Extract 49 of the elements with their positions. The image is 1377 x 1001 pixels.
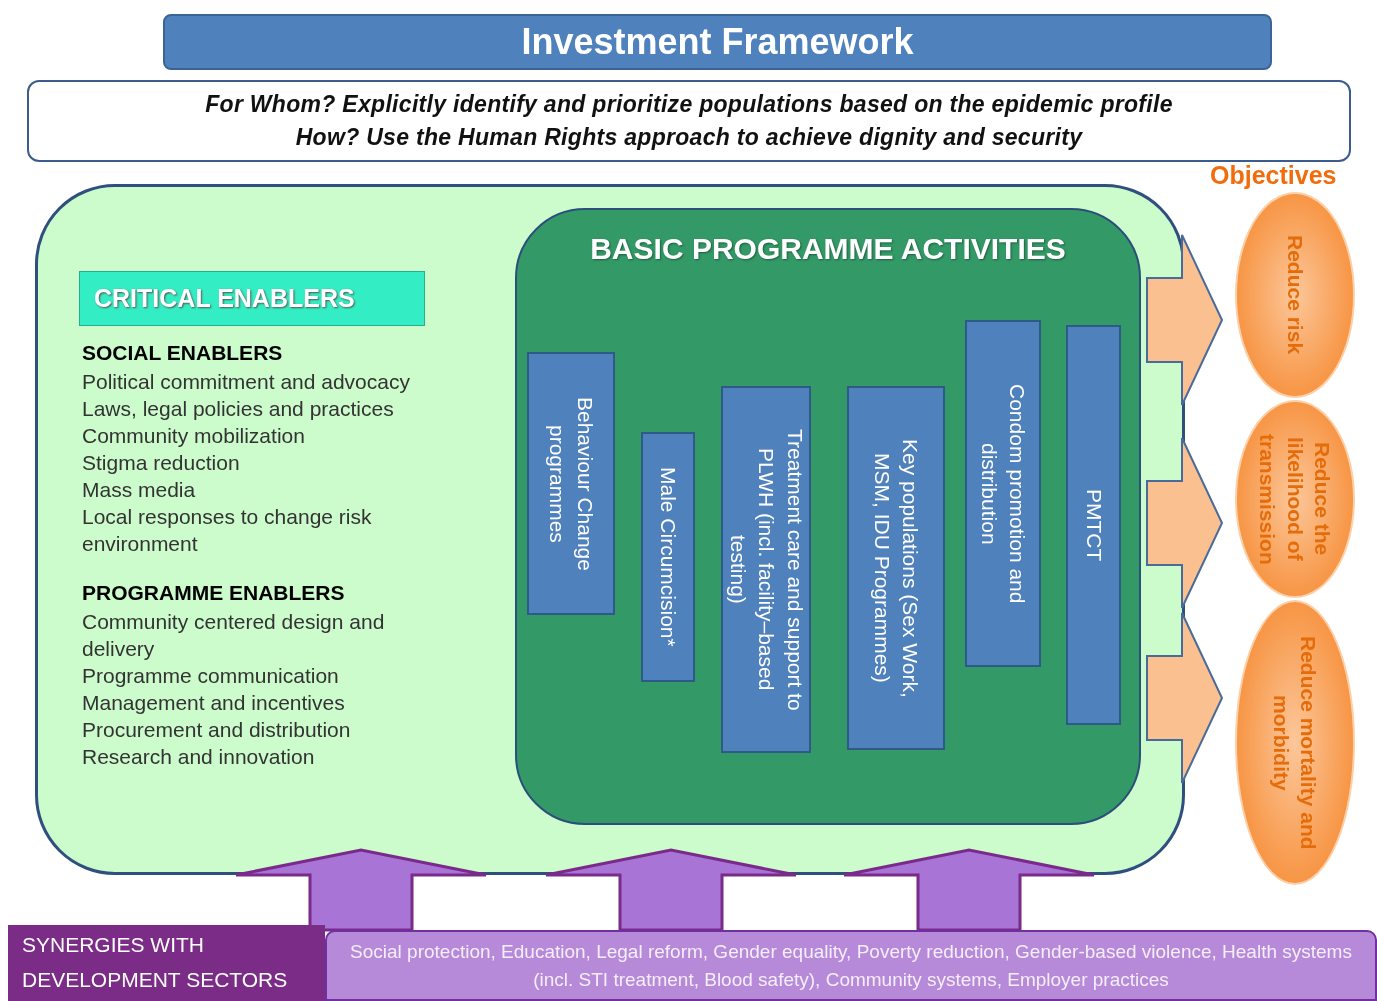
list-item: Community mobilization xyxy=(82,423,306,449)
list-heading: SOCIAL ENABLERS xyxy=(82,340,284,366)
activity-text: Male Circumcision* xyxy=(656,467,682,647)
enablers-panel xyxy=(35,184,1185,875)
block-arrow xyxy=(1146,612,1224,784)
activity-text: Behaviour Change programmes xyxy=(545,395,599,573)
objective-text: Reduce risk xyxy=(1282,235,1308,355)
block-arrow xyxy=(1146,437,1224,609)
activity-box xyxy=(847,386,945,750)
sectors-box xyxy=(325,930,1377,1001)
activity-box xyxy=(965,320,1041,667)
question-box xyxy=(27,80,1351,162)
list-item: Management and incentives xyxy=(82,690,346,716)
activity-box xyxy=(641,432,695,682)
list-item: Procurement and distribution xyxy=(82,717,352,743)
activity-text: PMTCT xyxy=(1081,488,1107,562)
block-arrow xyxy=(842,848,1096,932)
block-arrow xyxy=(1146,234,1224,406)
title-banner xyxy=(163,14,1272,70)
panel-heading: BASIC PROGRAMME ACTIVITIES xyxy=(589,232,1067,266)
objective-text: Reduce mortality and morbidity xyxy=(1269,634,1322,852)
list-heading: PROGRAMME ENABLERS xyxy=(82,580,346,606)
question-text: How? Use the Human Rights approach to achieve dignity and security xyxy=(295,124,1083,151)
section-label: Objectives xyxy=(1210,161,1337,190)
sector-heading-text: SYNERGIES WITH DEVELOPMENT SECTORS xyxy=(22,932,289,993)
list-item: Laws, legal policies and practices xyxy=(82,396,395,422)
activities-panel xyxy=(515,208,1141,825)
sector-heading-box xyxy=(8,925,325,1001)
activity-box xyxy=(1066,325,1121,725)
sectors-text: Social protection, Education, Legal reform, Gender equality, Poverty reduction, Gender-based violence, Health systems (incl. STI treatment, Blood safety), Community systems, Employer practices xyxy=(349,939,1353,992)
activity-text: Treatment care and support to PLWH (incl. facility–based testing) xyxy=(725,427,808,713)
list-item: Mass media xyxy=(82,477,197,503)
objective-text: Reduce the likelihood of transmission xyxy=(1255,432,1335,567)
list-item: Local responses to change risk environment xyxy=(82,504,373,557)
activity-box xyxy=(721,386,811,753)
activity-box xyxy=(527,352,615,615)
list-item: Community centered design and delivery xyxy=(82,609,386,662)
activity-text: Key populations (Sex Work, MSM, IDU Programmes) xyxy=(870,437,924,700)
heading-tag xyxy=(79,271,425,326)
question-text: For Whom? Explicitly identify and prioritize populations based on the epidemic profile xyxy=(205,91,1173,118)
title-text: Investment Framework xyxy=(521,21,914,63)
tag-text: CRITICAL ENABLERS xyxy=(94,284,355,313)
activity-text: Condom promotion and distribution xyxy=(977,382,1031,606)
block-arrow xyxy=(234,848,488,932)
list-item: Stigma reduction xyxy=(82,450,241,476)
list-item: Political commitment and advocacy xyxy=(82,369,411,395)
list-item: Research and innovation xyxy=(82,744,316,770)
block-arrow xyxy=(544,848,798,932)
list-item: Programme communication xyxy=(82,663,340,689)
